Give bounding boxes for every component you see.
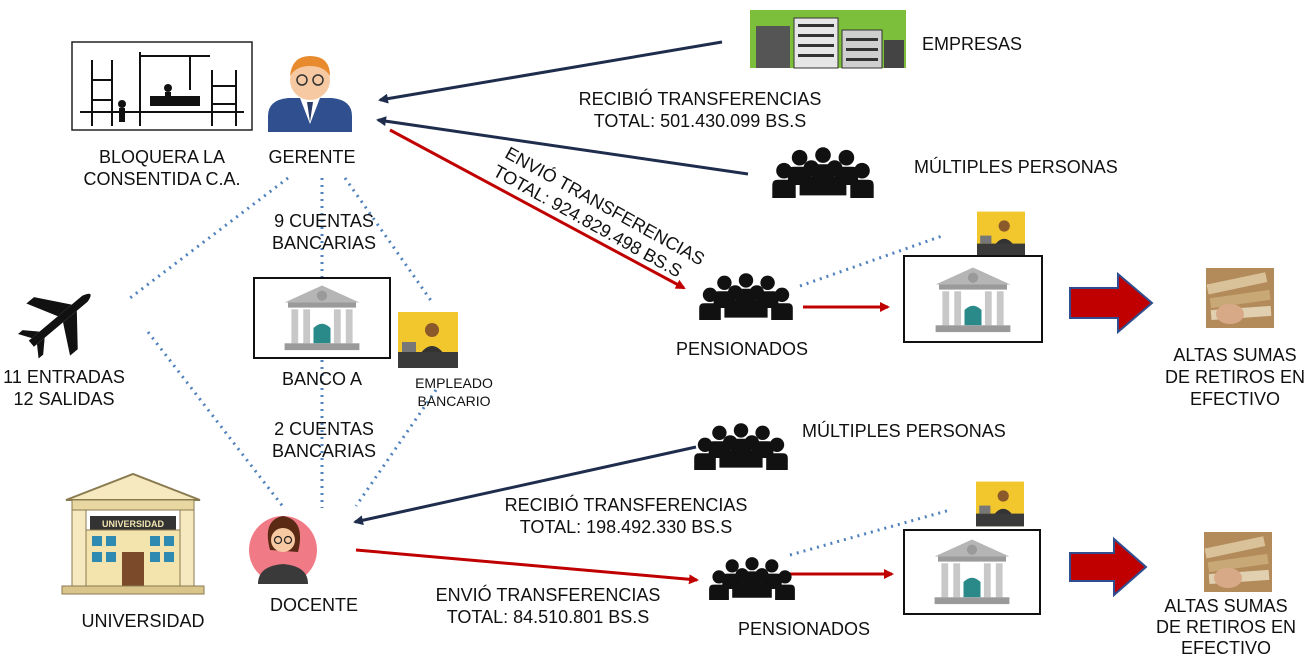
node-label-gerente: GERENTE bbox=[268, 147, 356, 167]
people-group-icon-bottom bbox=[694, 423, 788, 470]
outgoing-arrows bbox=[355, 128, 894, 585]
pensioners-group-icon-bottom bbox=[709, 557, 795, 600]
edge-label-envio-bottom: ENVIÓ TRANSFERENCIAS TOTAL: 84.510.801 B… bbox=[435, 585, 661, 627]
node-label-empleado: EMPLEADO BANCARIO bbox=[415, 375, 493, 409]
cash-icon-top bbox=[1206, 268, 1274, 328]
construction-icon bbox=[71, 41, 253, 131]
node-label-vuelos: 11 ENTRADAS 12 SALIDAS bbox=[3, 367, 125, 409]
edge-label-cuentas-docente: 2 CUENTAS BANCARIAS bbox=[271, 419, 377, 461]
node-label-pensionados-bottom: PENSIONADOS bbox=[737, 619, 871, 639]
node-label-bloquera: BLOQUERA LA CONSENTIDA C.A. bbox=[83, 147, 241, 189]
airplane-icon bbox=[18, 293, 91, 359]
bank-a-icon bbox=[253, 277, 391, 359]
teller-icon-top-right bbox=[977, 211, 1025, 257]
big-arrow-top bbox=[1069, 271, 1154, 335]
companies-buildings-icon bbox=[750, 10, 906, 69]
node-label-multiples-top: MÚLTIPLES PERSONAS bbox=[914, 157, 1118, 177]
cash-icon-bottom bbox=[1204, 532, 1272, 592]
bank-icon-bottom-right bbox=[903, 529, 1041, 615]
node-label-banco-a: BANCO A bbox=[281, 369, 363, 389]
node-label-altas-bottom: ALTAS SUMAS DE RETIROS EN EFECTIVO bbox=[1155, 596, 1297, 658]
node-label-altas-top: ALTAS SUMAS DE RETIROS EN EFECTIVO bbox=[1164, 345, 1306, 409]
node-label-multiples-bottom: MÚLTIPLES PERSONAS bbox=[802, 421, 1006, 441]
node-label-docente: DOCENTE bbox=[269, 595, 358, 615]
big-arrow-bottom bbox=[1069, 536, 1148, 598]
node-label-pensionados-top: PENSIONADOS bbox=[676, 339, 809, 359]
university-building-icon: UNIVERSIDAD bbox=[61, 472, 205, 595]
node-label-empresas: EMPRESAS bbox=[922, 34, 1023, 54]
people-group-icon-top bbox=[772, 147, 873, 198]
teller-icon-bottom-right bbox=[976, 481, 1024, 527]
edge-label-recibio-top: RECIBIÓ TRANSFERENCIAS TOTAL: 501.430.09… bbox=[578, 89, 822, 131]
dotted-links bbox=[129, 176, 951, 557]
bank-icon-top-right bbox=[903, 255, 1043, 343]
edge-label-cuentas-gerente: 9 CUENTAS BANCARIAS bbox=[271, 211, 377, 253]
teacher-avatar-icon bbox=[249, 516, 317, 584]
incoming-arrows bbox=[353, 40, 749, 526]
svg-text:UNIVERSIDAD: UNIVERSIDAD bbox=[102, 519, 165, 529]
edge-label-recibio-bottom: RECIBIÓ TRANSFERENCIAS TOTAL: 198.492.33… bbox=[504, 495, 748, 537]
node-label-universidad: UNIVERSIDAD bbox=[81, 611, 205, 631]
manager-avatar-icon bbox=[268, 56, 352, 132]
bank-teller-icon-middle bbox=[398, 312, 458, 368]
